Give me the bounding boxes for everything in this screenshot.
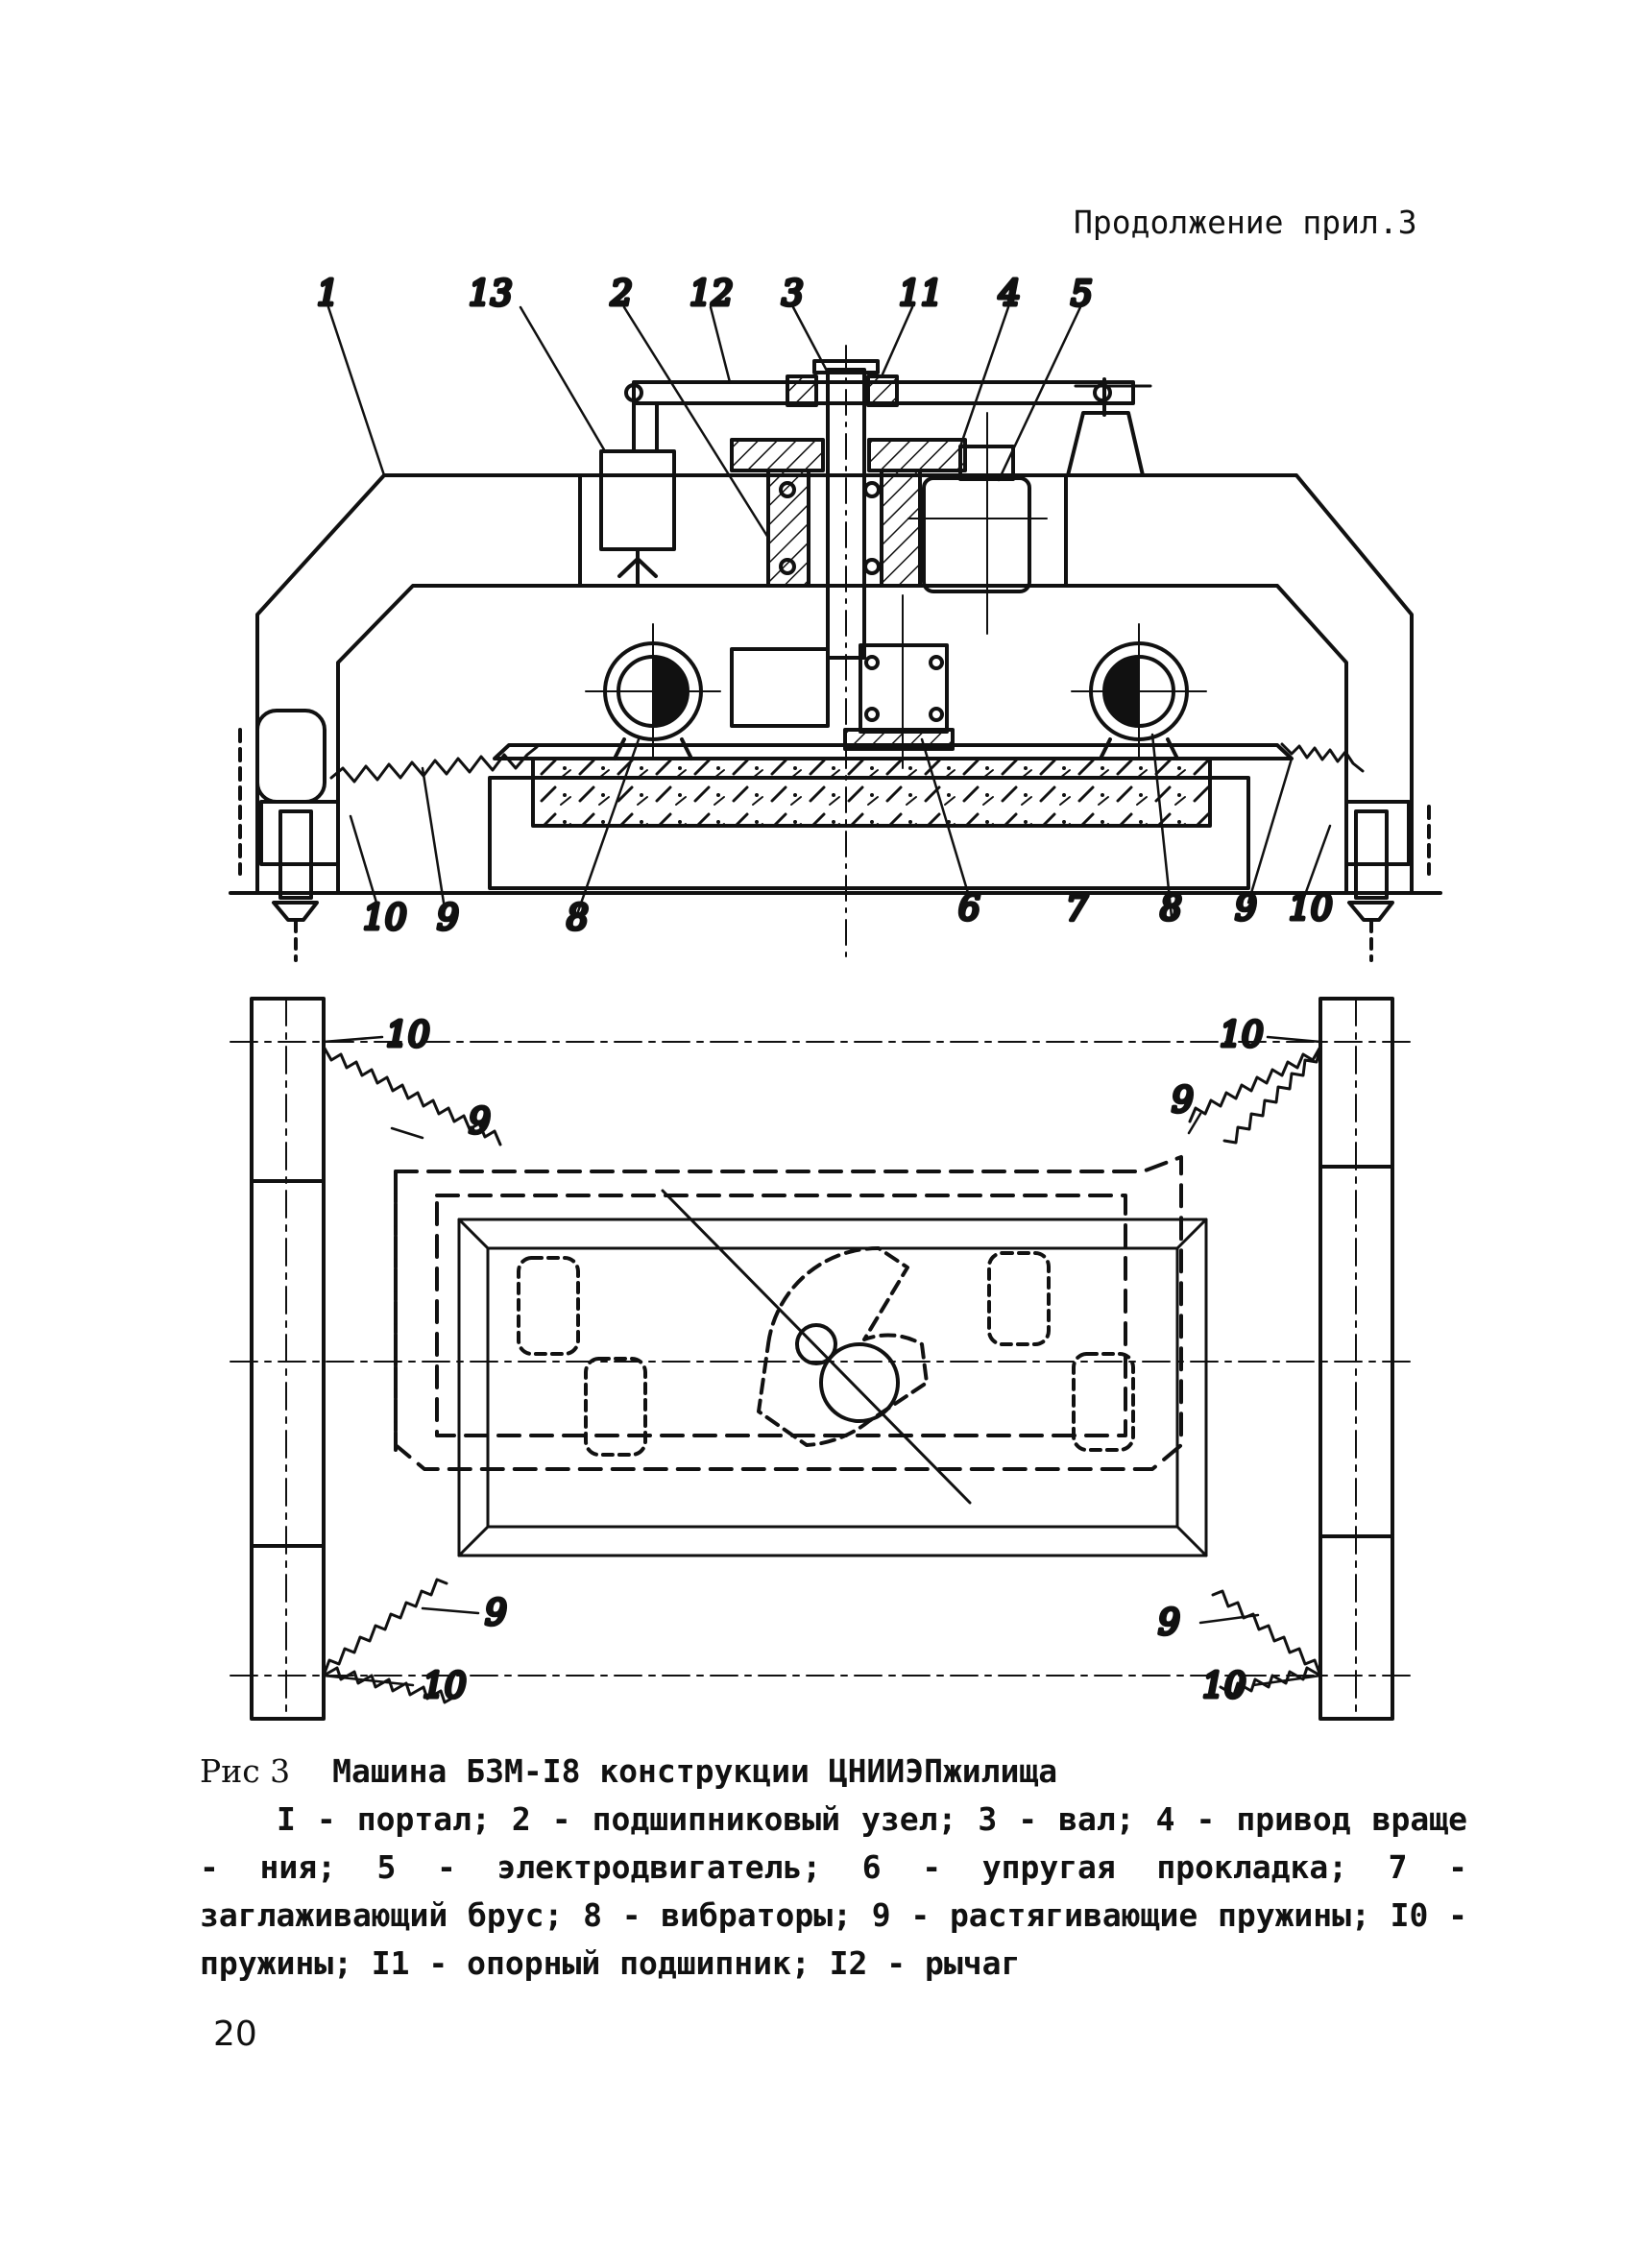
beam-plan bbox=[457, 1218, 1208, 1557]
continuation-header: Продолжение прил.3 bbox=[1074, 204, 1417, 241]
label-5: 5 bbox=[1071, 275, 1093, 314]
label-6: 6 bbox=[958, 889, 980, 929]
unit-13 bbox=[599, 449, 676, 588]
label-8-left: 8 bbox=[567, 899, 589, 938]
portal-frame bbox=[255, 473, 1414, 895]
label-10-right: 10 bbox=[1289, 889, 1333, 929]
electric-motor bbox=[907, 412, 1048, 635]
vibrator-left bbox=[585, 623, 721, 760]
rotation-drive bbox=[730, 438, 967, 588]
plan-label-9-bottom-left: 9 bbox=[485, 1594, 507, 1633]
shaft bbox=[812, 345, 880, 961]
portal-plan-outline bbox=[394, 1155, 1183, 1471]
label-9-left: 9 bbox=[437, 899, 459, 938]
label-4: 4 bbox=[998, 275, 1021, 314]
page-number: 20 bbox=[213, 2015, 257, 2054]
figure-caption: Рис 3 Машина БЗМ-I8 конструкции ЦНИИЭПжил… bbox=[200, 1748, 1467, 1988]
spring-right bbox=[1280, 742, 1365, 773]
label-2: 2 bbox=[610, 275, 633, 314]
wheel-unit-left bbox=[238, 709, 340, 962]
rotor-disc bbox=[661, 1189, 972, 1505]
smoothing-beam bbox=[488, 743, 1294, 890]
plan-label-9-bottom-right: 9 bbox=[1158, 1604, 1180, 1643]
plan-label-9-top-left: 9 bbox=[469, 1102, 491, 1142]
label-11: 11 bbox=[899, 275, 943, 314]
label-13: 13 bbox=[469, 275, 513, 314]
figure-number: Рис 3 bbox=[200, 1752, 291, 1790]
rail-left bbox=[250, 997, 326, 1721]
caption-title-line: Рис 3 Машина БЗМ-I8 конструкции ЦНИИЭПжил… bbox=[200, 1748, 1467, 1796]
bearing-unit bbox=[730, 594, 955, 769]
label-7: 7 bbox=[1066, 889, 1088, 929]
plan-label-10-bottom-right: 10 bbox=[1202, 1667, 1246, 1706]
leader-lines-top bbox=[327, 305, 1332, 919]
plan-label-9-top-right: 9 bbox=[1172, 1081, 1194, 1121]
wheel-unit-right bbox=[1344, 800, 1431, 962]
label-1: 1 bbox=[317, 275, 339, 314]
spring-left bbox=[329, 745, 539, 784]
lever bbox=[624, 374, 1135, 453]
label-9-right: 9 bbox=[1235, 889, 1257, 929]
plan-label-10-top-right: 10 bbox=[1220, 1016, 1264, 1055]
label-10-left: 10 bbox=[363, 899, 407, 938]
vibrator-housings-plan bbox=[517, 1251, 1135, 1457]
figure-title: Машина БЗМ-I8 конструкции ЦНИИЭПжилища bbox=[332, 1752, 1058, 1790]
plan-view: 10 9 10 9 9 10 9 10 bbox=[230, 997, 1413, 1721]
label-12: 12 bbox=[689, 275, 734, 314]
elevation-view: 1 13 2 12 3 11 4 5 10 9 8 6 7 8 9 10 bbox=[229, 273, 1442, 962]
label-8-right: 8 bbox=[1160, 889, 1182, 929]
vibrator-right bbox=[1071, 623, 1207, 760]
label-3: 3 bbox=[782, 275, 804, 314]
plan-label-10-bottom-left: 10 bbox=[423, 1667, 467, 1706]
leader-lines-bottom bbox=[322, 1035, 1322, 1687]
plan-label-10-top-left: 10 bbox=[386, 1016, 430, 1055]
figure-legend: I - портал; 2 - подшипниковый узел; 3 - … bbox=[200, 1800, 1467, 1982]
